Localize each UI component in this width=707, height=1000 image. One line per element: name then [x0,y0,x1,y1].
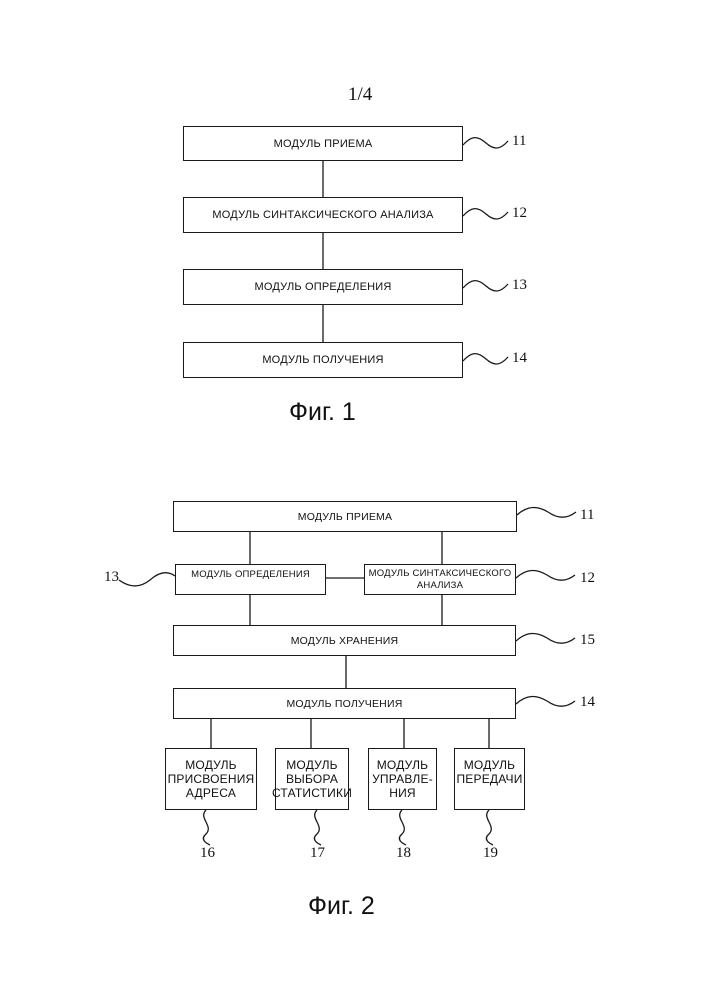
fig2-address-assign-module: МОДУЛЬ ПРИСВОЕНИЯ АДРЕСА [165,748,257,810]
fig2-parse-module: МОДУЛЬ СИНТАКСИЧЕСКОГО АНАЛИЗА [364,564,516,595]
ref-numeral: 12 [580,570,595,587]
leader-line [486,810,493,845]
module-label-line1: МОДУЛЬ [286,758,338,772]
ref-numeral: 15 [580,632,595,649]
ref-numeral: 17 [310,845,325,862]
ref-numeral: 13 [104,569,119,586]
fig1-obtain-module: МОДУЛЬ ПОЛУЧЕНИЯ [183,342,463,378]
ref-numeral: 14 [512,350,527,367]
leader-line [516,696,575,706]
leader-line [516,633,575,643]
sheet-number: 1/4 [348,84,372,106]
module-label: МОДУЛЬ ПОЛУЧЕНИЯ [262,354,383,366]
ref-numeral: 18 [396,845,411,862]
ref-numeral: 16 [200,845,215,862]
leader-line [119,573,175,586]
module-label-line2: ПРИСВОЕНИЯ [168,772,255,786]
fig2-storage-module: МОДУЛЬ ХРАНЕНИЯ [173,625,516,656]
module-label-line2: ВЫБОРА [286,772,338,786]
module-label: МОДУЛЬ ХРАНЕНИЯ [291,635,399,647]
leader-line [314,810,321,845]
leader-line [516,570,575,580]
fig2-receive-module: МОДУЛЬ ПРИЕМА [173,501,517,532]
module-label: МОДУЛЬ ПРИЕМА [298,511,392,523]
module-label-line3: АДРЕСА [186,786,236,800]
fig2-caption: Фиг. 2 [308,892,375,921]
module-label-line1: МОДУЛЬ [185,758,237,772]
fig1-parse-module: МОДУЛЬ СИНТАКСИЧЕСКОГО АНАЛИЗА [183,197,463,233]
leader-line [463,281,508,291]
ref-numeral: 12 [512,205,527,222]
fig2-obtain-module: МОДУЛЬ ПОЛУЧЕНИЯ [173,688,516,719]
module-label-line3: НИЯ [389,786,416,800]
ref-numeral: 14 [580,694,595,711]
fig2-statistics-select-module: МОДУЛЬ ВЫБОРА СТАТИСТИКИ [275,748,349,810]
fig2-determine-module: МОДУЛЬ ОПРЕДЕЛЕНИЯ [175,564,326,595]
ref-numeral: 11 [580,507,594,524]
leader-line [517,507,576,517]
module-label-line1: МОДУЛЬ [377,758,429,772]
leader-line [463,138,508,148]
ref-numeral: 19 [483,845,498,862]
fig2-control-module: МОДУЛЬ УПРАВЛЕ- НИЯ [368,748,437,810]
leader-line [463,209,508,219]
module-label: МОДУЛЬ ОПРЕДЕЛЕНИЯ [191,569,310,581]
module-label-line3: СТАТИСТИКИ [272,786,352,800]
module-label-line1: МОДУЛЬ [464,758,516,772]
fig1-caption: Фиг. 1 [289,398,356,427]
leader-line [203,810,210,845]
module-label: МОДУЛЬ ОПРЕДЕЛЕНИЯ [254,281,391,293]
leader-line [399,810,406,845]
module-label-line2: УПРАВЛЕ- [372,772,433,786]
module-label-line2: ПЕРЕДАЧИ [456,772,522,786]
module-label: МОДУЛЬ ПОЛУЧЕНИЯ [286,698,402,710]
fig1-determine-module: МОДУЛЬ ОПРЕДЕЛЕНИЯ [183,269,463,305]
ref-numeral: 11 [512,133,526,150]
module-label: МОДУЛЬ СИНТАКСИЧЕСКОГО АНАЛИЗА [212,209,433,221]
module-label-line1: МОДУЛЬ СИНТАКСИЧЕСКОГО [369,568,512,580]
leader-line [463,354,508,364]
ref-numeral: 13 [512,277,527,294]
module-label-line2: АНАЛИЗА [417,580,463,592]
fig2-transmit-module: МОДУЛЬ ПЕРЕДАЧИ [454,748,525,810]
module-label: МОДУЛЬ ПРИЕМА [274,138,373,150]
fig1-receive-module: МОДУЛЬ ПРИЕМА [183,126,463,161]
